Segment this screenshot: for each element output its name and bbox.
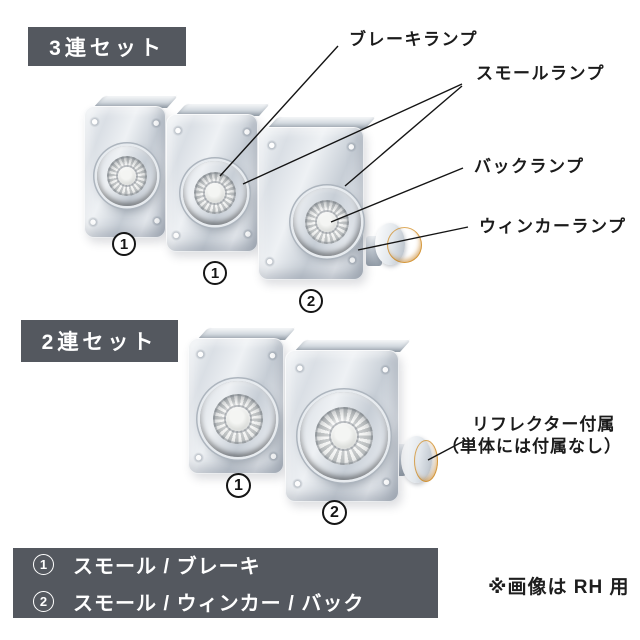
badge-number: 1 <box>119 235 129 253</box>
amber-reflector <box>414 440 438 482</box>
rh-usage-note: ※画像は RH 用 <box>488 577 630 598</box>
callout-small-label: スモールランプ <box>476 64 605 83</box>
reflector-label-line2: （単体には付属なし） <box>442 437 622 457</box>
lamp-red-ring <box>97 146 157 206</box>
set3-lamp-3 <box>258 116 377 280</box>
callout-reflector-label: リフレクター付属 （単体には付属なし） <box>442 414 622 458</box>
set2-label: 2連セット <box>41 331 158 354</box>
lamp-lens <box>212 393 264 445</box>
lamp-lens <box>304 199 350 245</box>
set2-label-box: 2連セット <box>21 320 178 362</box>
callout-winker-label: ウィンカーランプ <box>479 217 627 236</box>
number-badge: 1 <box>112 232 136 256</box>
set3-lamp-1 <box>84 95 179 238</box>
set3-label-box: 3連セット <box>28 27 186 66</box>
legend-text: スモール / ブレーキ <box>73 556 261 578</box>
badge-number: 2 <box>306 292 316 310</box>
reflector-rim <box>401 436 432 483</box>
badge-number: 1 <box>210 264 220 282</box>
legend-number-badge: 2 <box>33 591 54 612</box>
badge-number: 2 <box>330 503 339 521</box>
reflector-label-line1: リフレクター付属 <box>472 415 616 434</box>
callout-back-label: バックランプ <box>474 157 585 176</box>
badge-number: 1 <box>39 557 48 572</box>
lamp-lens <box>314 406 374 466</box>
number-badge: 2 <box>299 289 323 313</box>
lamp-red-ring <box>293 188 361 256</box>
lamp-lens <box>107 156 147 196</box>
set2-lamp-1 <box>188 327 297 474</box>
legend-number-badge: 1 <box>33 554 54 575</box>
lamp-red-ring <box>300 392 388 480</box>
callout-brake-label: ブレーキランプ <box>349 30 478 49</box>
badge-number: 1 <box>234 476 243 494</box>
legend-panel: 1 スモール / ブレーキ 2 スモール / ウィンカー / バック <box>13 548 438 618</box>
set3-lamp-2 <box>166 103 271 252</box>
set2-lamp-2 <box>285 339 412 502</box>
lamp-red-ring <box>200 381 276 457</box>
lamp-lens <box>193 171 237 215</box>
legend-text: スモール / ウィンカー / バック <box>73 593 365 615</box>
set3-label: 3連セット <box>49 36 165 60</box>
number-badge: 2 <box>322 500 347 525</box>
amber-reflector <box>387 227 422 263</box>
number-badge: 1 <box>226 473 251 498</box>
number-badge: 1 <box>203 261 227 285</box>
legend-row-1: 1 スモール / ブレーキ <box>33 550 438 579</box>
badge-number: 2 <box>39 594 48 609</box>
legend-row-2: 2 スモール / ウィンカー / バック <box>33 587 438 616</box>
lamp-red-ring <box>183 161 247 225</box>
